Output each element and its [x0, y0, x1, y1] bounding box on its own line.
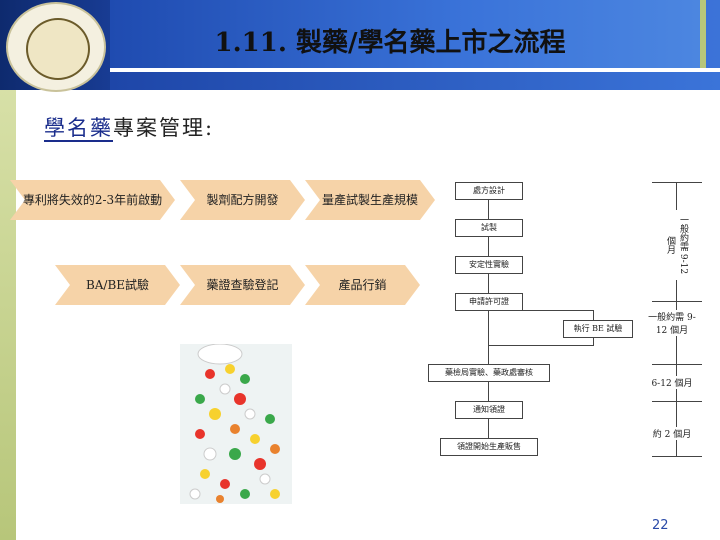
flow-connector — [488, 199, 489, 219]
flow-box-trial: 試製 — [455, 219, 523, 237]
timeline-tick — [652, 301, 702, 302]
flow-connector — [488, 345, 489, 364]
flow-connector — [593, 337, 594, 345]
chevron-shape — [180, 180, 305, 220]
chevron-shape — [55, 265, 180, 305]
step-label: 量產試製生產規模 — [321, 193, 418, 207]
timeline-label-stage1: 一般約需 9-12 個月 — [650, 210, 690, 280]
slide-title: 1.11. 製藥/學名藥上市之流程 — [214, 28, 566, 58]
flow-box-formulation-design: 處方設計 — [455, 182, 523, 200]
flow-connector — [488, 236, 489, 256]
timeline-label-stage4: 約 2 個月 — [643, 427, 701, 440]
chevron-shape — [305, 265, 420, 305]
step-patent-expiry: 專利將失效的2-3年前啟動 — [10, 180, 175, 220]
chevron-shape — [180, 265, 305, 305]
flow-box-be-test: 執行 BE 試驗 — [563, 320, 633, 338]
subtitle-rest: 專案管理: — [113, 116, 215, 140]
pills-illustration — [180, 344, 292, 504]
flow-box-notify: 通知領證 — [455, 401, 523, 419]
flow-connector — [593, 310, 594, 320]
flow-connector — [488, 310, 489, 345]
timeline-tick — [652, 182, 702, 183]
flow-connector — [488, 418, 489, 438]
header-divider — [110, 68, 720, 72]
flow-connector — [488, 381, 489, 401]
header-lower-band — [110, 72, 720, 90]
step-label: 產品行銷 — [338, 278, 387, 292]
timeline-tick — [652, 364, 702, 365]
section-subtitle: 學名藥專案管理: — [44, 112, 214, 142]
header-title-band — [110, 0, 706, 68]
flow-connector — [488, 310, 593, 311]
chevron-shape — [305, 180, 435, 220]
chevron-shape — [10, 180, 175, 220]
left-accent-bar — [0, 90, 16, 540]
subtitle-underlined: 學名藥 — [44, 116, 113, 142]
step-label: 藥證查驗登記 — [206, 278, 279, 292]
timeline-tick — [652, 401, 702, 402]
step-ba-be: BA/BE試驗 — [55, 265, 180, 305]
flow-connector — [488, 345, 594, 346]
step-label: 專利將失效的2-3年前啟動 — [22, 193, 163, 207]
seal-emblem — [26, 18, 90, 80]
step-formulation: 製劑配方開發 — [180, 180, 305, 220]
flow-connector — [488, 273, 489, 293]
flow-box-review: 藥檢局實驗、藥政處審核 — [428, 364, 550, 382]
timeline-label-stage2: 一般約需 9-12 個月 — [643, 310, 701, 336]
step-label: 製劑配方開發 — [206, 193, 279, 207]
flow-box-stability: 安定性實驗 — [455, 256, 523, 274]
step-registration: 藥證查驗登記 — [180, 265, 305, 305]
timeline-label-stage3: 6-12 個月 — [643, 376, 701, 389]
pills-photo — [180, 344, 292, 504]
university-seal-logo — [6, 2, 106, 92]
timeline-tick — [652, 456, 702, 457]
step-marketing: 產品行銷 — [305, 265, 420, 305]
step-label: BA/BE試驗 — [85, 278, 150, 292]
header-banner: 1.11. 製藥/學名藥上市之流程 — [0, 0, 720, 92]
page-number: 22 — [652, 518, 669, 533]
flow-box-license: 申請許可證 — [455, 293, 523, 311]
flow-box-production: 領證開始生產販售 — [440, 438, 538, 456]
step-scale-up: 量產試製生產規模 — [305, 180, 435, 220]
